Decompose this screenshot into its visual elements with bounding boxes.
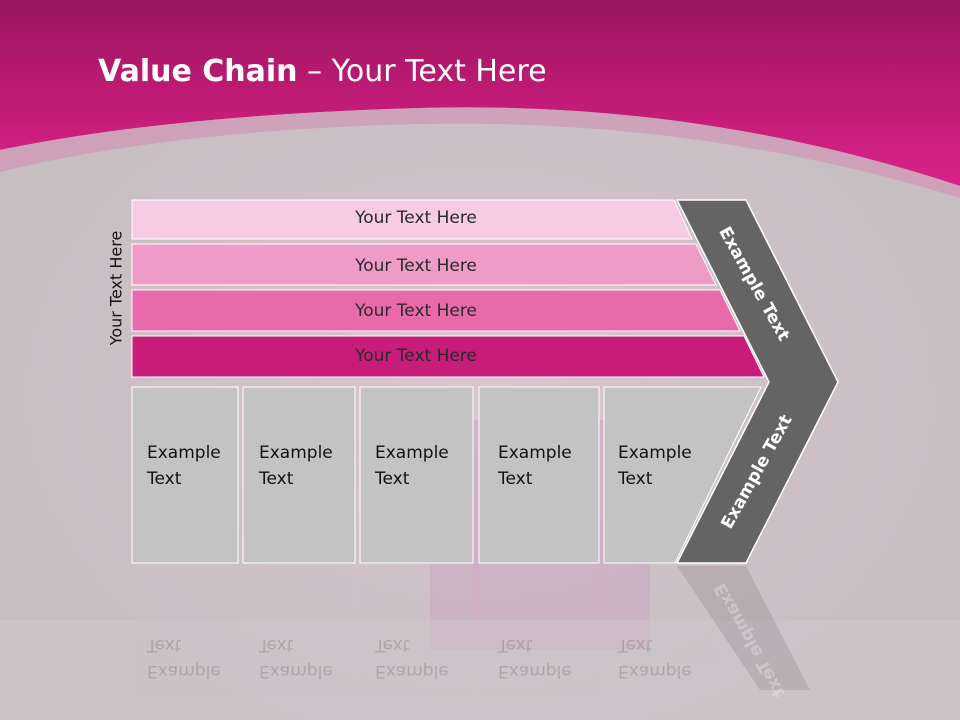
row-1-bar: [131, 199, 693, 240]
box-2: [242, 386, 356, 564]
row-2-bar: [131, 243, 717, 286]
box-3: [359, 386, 474, 564]
header-band: [0, 0, 960, 186]
row-4-bar: [131, 335, 765, 378]
row-2-label: Your Text Here: [355, 256, 477, 276]
chevron-arrow: [675, 199, 839, 564]
row-3-bar: [131, 289, 741, 332]
header-swoosh: [0, 107, 960, 198]
vertical-label: Your Text Here: [106, 230, 126, 346]
chevron-reflection-shape: [677, 566, 810, 690]
box-5: [603, 386, 762, 564]
row-3-label: Your Text Here: [355, 301, 477, 321]
slide-title: Value Chain – Your Text Here: [98, 54, 547, 89]
title-bold: Value Chain: [98, 54, 298, 89]
box-1: [131, 386, 239, 564]
box-2-reflection-shape: [243, 566, 355, 696]
title-rest: – Your Text Here: [297, 54, 547, 89]
box-5-reflection-shape: [604, 566, 720, 660]
box-4: [478, 386, 600, 564]
box-3-reflection-shape: [360, 566, 473, 696]
box-1-reflection-shape: [132, 566, 238, 696]
row-4-label: Your Text Here: [355, 346, 477, 366]
box-4-reflection-shape: [479, 566, 599, 696]
row-1-label: Your Text Here: [355, 208, 477, 228]
